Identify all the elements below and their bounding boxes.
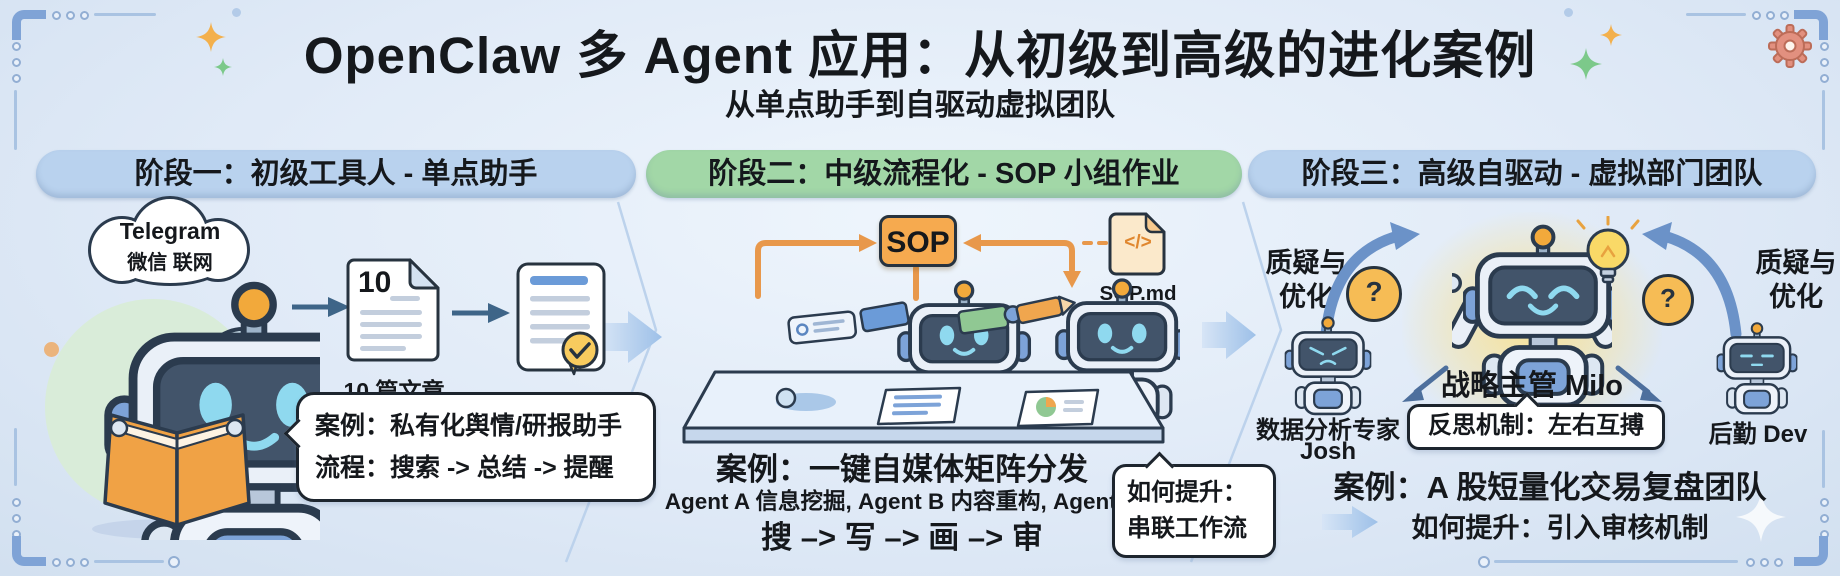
decor-line [94,560,164,563]
stage2-improve-callout: 如何提升： 串联工作流 [1112,451,1276,558]
decor-dot [1774,558,1783,567]
decor-dot [1780,11,1789,20]
decor-dot [66,558,75,567]
robot-team-illustration [682,278,1180,444]
arrow-right-icon [292,297,350,317]
gear-icon [1768,24,1812,68]
stage1-to-stage2-arrow-icon [600,311,662,363]
decor-line [1822,90,1825,150]
decor-dot [1820,514,1829,523]
decor-dot [1820,498,1829,507]
sop-connector-arrows [755,234,1110,301]
page-subtitle: 从单点助手到自驱动虚拟团队 [725,89,1115,122]
open-book-icon [103,413,251,527]
stage2-case-title: 案例：一键自媒体矩阵分发 [716,452,1088,487]
decor-dot [66,11,75,20]
question-bubble-left: ? [1346,266,1402,322]
decor-dot [168,556,180,568]
decor-line [14,90,17,150]
stage3-right-annotation: 质疑与 优化 [1748,246,1840,314]
corner-bracket-top-right-icon [1794,10,1828,40]
decor-dot-orange [44,342,59,357]
sop-md-file-icon [1108,212,1166,276]
stage1-case-callout: 案例：私有化舆情/研报助手 流程：搜索 -> 总结 -> 提醒 [283,392,656,502]
decor-dot [52,558,61,567]
articles-document-icon [346,258,440,362]
arrow-down-left-icon [1402,365,1449,402]
decor-dot [232,8,241,17]
decor-line [1822,430,1825,488]
dev-label: 后勤 Dev [1708,421,1808,448]
decor-line [1494,560,1738,563]
pencil-icon [1015,295,1076,325]
blue-card-icon [859,301,910,333]
annotation-line1: 质疑与 [1265,248,1347,278]
annotation-line2: 优化 [1769,282,1823,312]
lightbulb-icon [1576,216,1640,284]
decor-dot [1766,11,1775,20]
decor-dot [1820,74,1829,83]
search-bar-icon [787,310,858,345]
decor-dot [1478,556,1490,568]
decor-dot [12,58,21,67]
stage1-case-line: 案例：私有化舆情/研报助手 [315,412,622,440]
decor-line [94,13,156,16]
arrow-right-icon [452,303,510,323]
decor-line [14,428,17,486]
check-badge-icon [561,331,599,376]
improve-callout-line2: 串联工作流 [1127,515,1247,542]
decor-dot [1752,11,1761,20]
decor-line [1686,13,1746,16]
decor-dot [80,11,89,20]
green-card-icon [957,304,1023,335]
decor-dot [12,74,21,83]
cloud-label-line1: Telegram [119,218,221,244]
page-title: OpenClaw 多 Agent 应用：从初级到高级的进化案例 [303,27,1537,84]
arrow-right-light-icon [1322,506,1378,538]
reflect-pill-label: 反思机制：左右互搏 [1428,412,1644,439]
cloud-icon [88,196,250,286]
stage2-flow-line: 搜 –> 写 –> 画 –> 审 [761,520,1043,555]
annotation-line1: 质疑与 [1755,248,1837,278]
stage3-improve-line: 如何提升：引入审核机制 [1411,513,1709,543]
decor-dot [80,558,89,567]
curved-arrow-up-left-icon [1642,222,1742,340]
corner-bracket-top-left-icon [12,10,46,40]
table-edge [682,426,1165,444]
arrow-down-right-icon [1615,365,1662,402]
corner-bracket-bottom-left-icon [12,536,46,566]
reflect-pill: 反思机制：左右互搏 [1407,392,1665,450]
summary-document-icon [516,262,606,376]
decor-dot [12,498,21,507]
articles-count-label: 10 [358,266,392,299]
stage2-header: 阶段二：中级流程化 - SOP 小组作业 [646,150,1242,198]
corner-bracket-bottom-right-icon [1794,536,1828,566]
josh-label-line2: Josh [1299,438,1356,465]
code-glyph-label: </> [1124,232,1152,253]
decor-dot [52,11,61,20]
cloud-label-line2: 微信 联网 [127,252,213,274]
robot-reader-illustration [45,245,320,540]
decor-dot [12,42,21,51]
stage1-flow-line: 流程：搜索 -> 总结 -> 提醒 [315,454,614,482]
improve-callout-line1: 如何提升： [1127,479,1247,506]
stage2-to-stage3-arrow-icon [1202,311,1256,359]
annotation-line2: 优化 [1279,282,1333,312]
stage2-agents-line: Agent A 信息挖掘, Agent B 内容重构, Agent C [664,489,1140,514]
decor-dot [12,514,21,523]
decor-dot [1564,8,1573,17]
decor-dot [1820,42,1829,51]
decor-dot [1760,558,1769,567]
robot-dev-illustration [1716,322,1798,419]
decor-dot [1820,58,1829,67]
stage3-header: 阶段三：高级自驱动 - 虚拟部门团队 [1248,150,1816,198]
josh-label-line1: 数据分析专家 [1256,417,1400,444]
sop-box: SOP [879,215,957,267]
stage3-case-title: 案例：A 股短量化交易复盘团队 [1333,470,1767,505]
robot-josh-illustration [1284,316,1372,420]
stage1-header: 阶段一：初级工具人 - 单点助手 [36,150,636,198]
decor-dot [1746,558,1755,567]
question-bubble-right: ? [1642,274,1694,326]
stage3-left-annotation: 质疑与 优化 [1258,246,1354,314]
